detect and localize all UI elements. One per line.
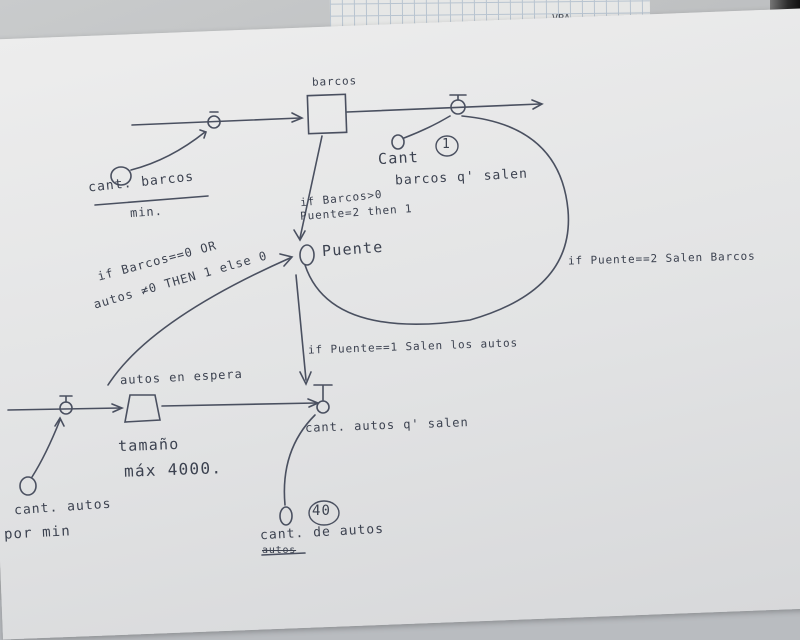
feedback-loop — [304, 115, 570, 325]
cant-value-label: 1 — [442, 137, 451, 152]
max-label: máx 4000. — [123, 458, 223, 481]
puente-circle — [299, 244, 315, 266]
cant-label: Cant — [377, 147, 420, 169]
barcos-label: barcos — [311, 74, 358, 89]
cant-barcos-circle — [110, 166, 132, 186]
top-inflow-arrow — [131, 117, 301, 126]
top-valve-icon — [207, 115, 221, 129]
bottom-inflow-valve-icon — [59, 401, 73, 415]
top-outflow-arrow — [346, 103, 541, 113]
tamano-label: tamaño — [117, 434, 180, 456]
autos-stock-box — [124, 394, 161, 423]
cant-40-value: 40 — [312, 503, 332, 519]
diagram-drawing — [7, 93, 570, 556]
min-label: min. — [129, 203, 164, 221]
barcos-stock-box — [306, 93, 348, 135]
bottom-outflow-valve-icon — [316, 400, 330, 414]
autos-struck-label: autos — [262, 545, 297, 556]
